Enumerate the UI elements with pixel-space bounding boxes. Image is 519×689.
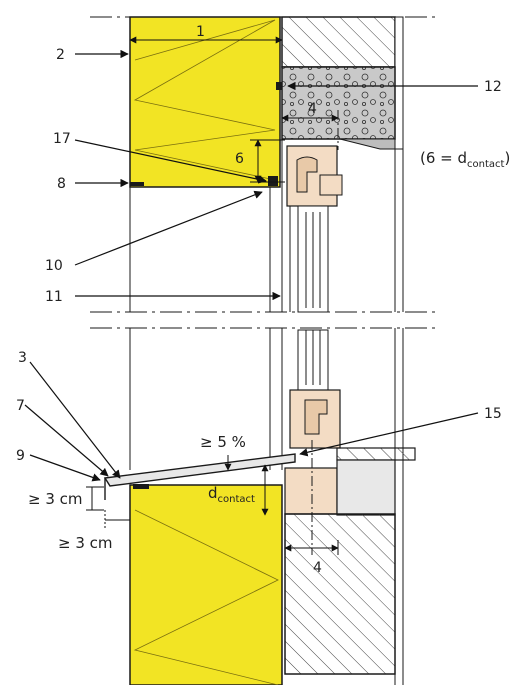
callout-2: 2 [56, 47, 65, 63]
leader-lines [24, 49, 479, 482]
callout-9: 9 [16, 448, 25, 464]
callout-15: 15 [484, 406, 502, 422]
slope-label: ≥ 5 % [200, 433, 246, 451]
callout-8: 8 [57, 176, 66, 192]
wall-lines-lower [129, 328, 404, 470]
callout-3: 3 [18, 350, 27, 366]
d-contact-label: dcontact [208, 484, 255, 505]
exterior-window-sill [103, 453, 296, 500]
break-lines [90, 16, 440, 329]
glazing-unit [297, 205, 329, 391]
wall-lines-upper [129, 140, 404, 312]
drip-overhang-label: ≥ 3 cm [58, 534, 113, 552]
callout-10: 10 [45, 258, 63, 274]
callout-4-top: 4 [308, 101, 317, 117]
insulation-top [129, 16, 281, 188]
callout-17: 17 [53, 131, 71, 147]
joint-marks [130, 82, 282, 186]
drip-height-label: ≥ 3 cm [28, 490, 83, 508]
callout-11: 11 [45, 289, 63, 305]
callout-12: 12 [484, 79, 502, 95]
interior-sill [336, 447, 416, 461]
insulation-bottom [129, 484, 283, 686]
dimension-lines [86, 36, 339, 555]
callout-4-bottom: 4 [313, 560, 322, 576]
window-frame-top [286, 145, 343, 207]
callout-6: 6 [235, 151, 244, 167]
callout-7: 7 [16, 398, 25, 414]
masonry-lower [284, 459, 404, 685]
concrete-lintel [281, 66, 396, 150]
callout-1: 1 [196, 24, 205, 40]
window-frame-bottom [284, 389, 341, 515]
equation-label: (6 = dcontact) [420, 149, 510, 170]
